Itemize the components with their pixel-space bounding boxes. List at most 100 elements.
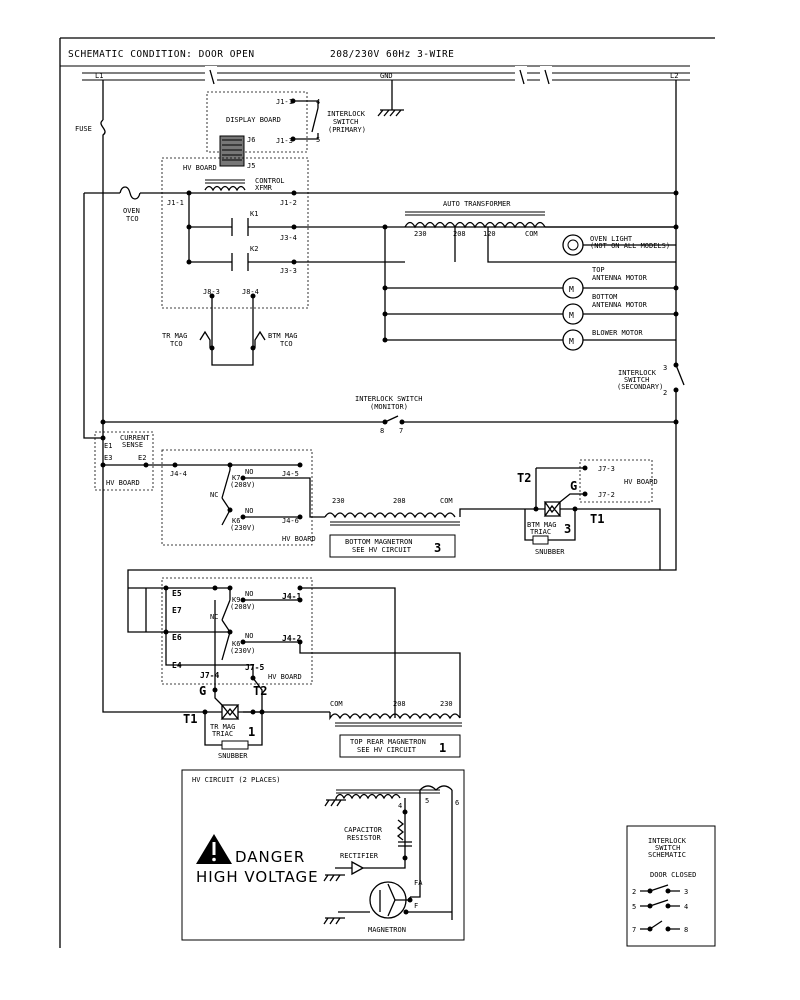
capacitor-resistor-label-2: RESISTOR: [347, 834, 382, 842]
l1-conductor: [100, 80, 106, 422]
top-tap-com-label: COM: [330, 700, 343, 708]
control-xfmr-label-1: CONTROL: [255, 177, 285, 185]
bottom-magnetron-transformer: [324, 508, 525, 526]
interlock-secondary-label-3: (SECONDARY): [617, 383, 663, 391]
legend-pin-8: 8: [684, 926, 688, 934]
e1-label: E1: [104, 442, 112, 450]
j3-4-label: J3-4: [280, 234, 297, 242]
pin-2-label: 2: [663, 389, 667, 397]
k7-label: K7: [232, 474, 240, 482]
tap-230-label: 230: [414, 230, 427, 238]
j1-1-label: J1-1: [276, 98, 293, 106]
power-rails: [82, 66, 690, 86]
tr-mag-triac-label-1: TR MAG: [210, 723, 235, 731]
k8-no-label: NO: [245, 632, 253, 640]
control-xfmr-label-2: XFMR: [255, 184, 273, 192]
interlock-monitor-label-2: (MONITOR): [370, 403, 408, 411]
tr-mag-tco-label-2: TCO: [170, 340, 183, 348]
k9-label: K9: [232, 596, 240, 604]
k8-label: K6: [232, 640, 240, 648]
legend-pin-4: 4: [684, 903, 688, 911]
oven-light-label-1: OVEN LIGHT: [590, 235, 633, 243]
e3-label: E3: [104, 454, 112, 462]
k8-voltage-label: (230V): [230, 647, 255, 655]
top-rear-magnetron-label-2: SEE HV CIRCUIT: [357, 746, 417, 754]
current-sense-board: [94, 422, 165, 491]
interlock-monitor-label-1: INTERLOCK SWITCH: [355, 395, 422, 403]
btm-triac-g-label: G: [570, 479, 577, 493]
l2-conductor: [660, 80, 677, 571]
j7-5-label: J7-5: [245, 663, 264, 672]
btm-triac-ref-num: 3: [564, 522, 571, 536]
pin-4-label: 4: [316, 98, 320, 106]
btm-mag-triac: [524, 459, 661, 570]
top-antenna-label-2: ANTENNA MOTOR: [592, 274, 648, 282]
hv-board-1-label: HV BOARD: [183, 164, 217, 172]
k7-no-label: NO: [245, 468, 253, 476]
e6-label: E6: [172, 633, 182, 642]
bottom-antenna-motor-symbol: M: [569, 311, 574, 320]
door-closed-label: DOOR CLOSED: [650, 871, 696, 879]
hv-board-1-outline: [161, 157, 309, 309]
hv-pin-4-label: 4: [398, 802, 402, 810]
bottom-antenna-motor-icon: [562, 303, 584, 325]
relay-k9-k8-board: [146, 577, 461, 718]
j5-label: J5: [247, 162, 255, 170]
interlock-secondary-label-1: INTERLOCK: [618, 369, 657, 377]
interlock-legend-title-2: SWITCH: [655, 844, 680, 852]
magnetron-f-label: F: [414, 902, 418, 910]
tap-208-label: 208: [453, 230, 466, 238]
top-tap-230-label: 230: [440, 700, 453, 708]
bottom-magnetron-label-2: SEE HV CIRCUIT: [352, 546, 412, 554]
tr-snubber-label: SNUBBER: [218, 752, 248, 760]
j4-2-label: J4-2: [282, 634, 301, 643]
oven-light-label-2: (NOT ON ALL MODELS): [590, 242, 670, 250]
j4-5-label: J4-5: [282, 470, 299, 478]
bottom-magnetron-box: [329, 534, 456, 558]
tr-triac-t2-label: T2: [253, 684, 267, 698]
j7-3-label: J7-3: [598, 465, 615, 473]
top-antenna-motor-symbol: M: [569, 285, 574, 294]
display-board-label: DISPLAY BOARD: [226, 116, 281, 124]
btm-tap-208-label: 208: [393, 497, 406, 505]
top-tap-208-label: 208: [393, 700, 406, 708]
loop-wire: [127, 569, 660, 633]
oven-tco-label-1: OVEN: [123, 207, 140, 215]
btm-snubber-label: SNUBBER: [535, 548, 565, 556]
k9-nc-label: NC: [210, 613, 218, 621]
tr-triac-g-label: G: [199, 684, 206, 698]
tr-mag-triac-label-2: TRIAC: [212, 730, 233, 738]
hv-circuit-panel: [181, 769, 465, 941]
j8-4-label: J8-4: [242, 288, 259, 296]
control-transformer: [204, 179, 246, 192]
top-rear-magnetron-ref-num: 1: [439, 741, 446, 755]
btm-mag-tco-label-2: TCO: [280, 340, 293, 348]
interlock-legend-title-1: INTERLOCK: [648, 837, 687, 845]
btm-tap-com-label: COM: [440, 497, 453, 505]
relay-k7-k6-board: [161, 449, 325, 546]
high-voltage-label: HIGH VOLTAGE: [196, 868, 319, 886]
interlock-primary-label-3: (PRIMARY): [328, 126, 366, 134]
k6-label: K6: [232, 517, 240, 525]
interlock-primary-label-1: INTERLOCK: [327, 110, 366, 118]
k9-voltage-label: (208V): [230, 603, 255, 611]
current-sense-hv-board-label: HV BOARD: [106, 479, 140, 487]
bottom-magnetron-label-1: BOTTOM MAGNETRON: [345, 538, 412, 546]
k2-label: K2: [250, 245, 258, 253]
magnetron-label: MAGNETRON: [368, 926, 406, 934]
j3-3-label: J3-3: [280, 267, 297, 275]
btm-triac-hv-board-label: HV BOARD: [624, 478, 658, 486]
j1-2-label: J1-2: [280, 199, 297, 207]
btm-mag-triac-label-2: TRIAC: [530, 528, 551, 536]
pin-8-label: 8: [380, 427, 384, 435]
pin-5-label: 5: [316, 136, 320, 144]
j7-4-label: J7-4: [200, 671, 219, 680]
blower-motor-symbol: M: [569, 337, 574, 346]
auto-transformer-label: AUTO TRANSFORMER: [443, 200, 511, 208]
interlock-legend-title-3: SCHEMATIC: [648, 851, 686, 859]
danger-warning-icon: [196, 834, 232, 864]
e2-label: E2: [138, 454, 146, 462]
ground-symbol: [377, 80, 404, 117]
btm-mag-triac-label-1: BTM MAG: [527, 521, 557, 529]
